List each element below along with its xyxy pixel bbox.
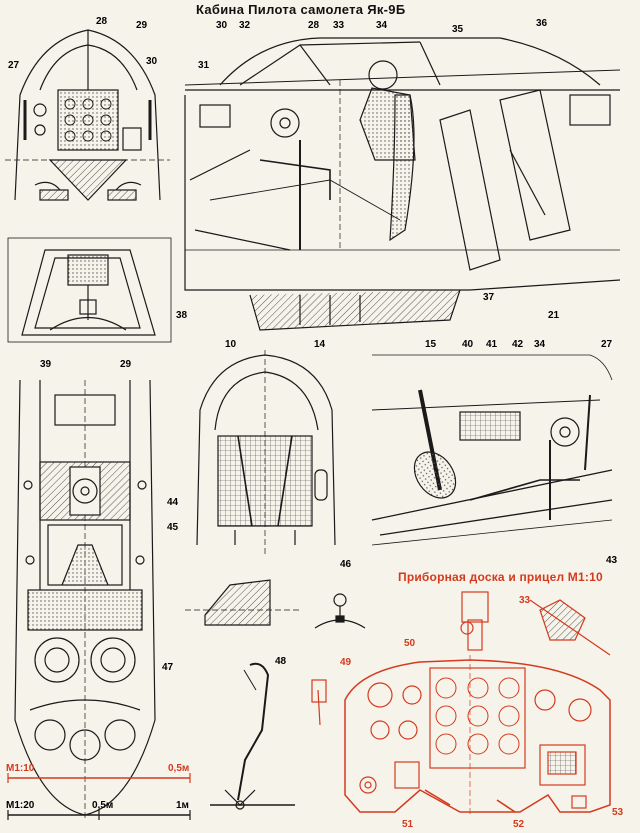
- callout-37: 37: [483, 292, 495, 303]
- scale2-label: М1:20: [6, 800, 35, 811]
- main-title: Кабина Пилота самолета Як-9Б: [196, 2, 406, 17]
- callout-33: 33: [333, 20, 345, 31]
- seat-rear-view: [7, 237, 172, 343]
- scale1-end: 0,5м: [168, 763, 189, 774]
- callout-50: 50: [404, 638, 416, 649]
- callout-32: 32: [239, 20, 251, 31]
- callout-41: 41: [486, 339, 498, 350]
- callout-21: 21: [548, 310, 560, 321]
- callout-15: 15: [425, 339, 437, 350]
- callout-47: 47: [162, 662, 174, 673]
- control-stick-48: [210, 662, 295, 810]
- callout-29: 29: [120, 359, 132, 370]
- callout-10: 10: [225, 339, 237, 350]
- callout-53: 53: [612, 807, 624, 818]
- callout-39: 39: [40, 359, 52, 370]
- callout-36: 36: [536, 18, 548, 29]
- callout-33: 33: [519, 595, 531, 606]
- side-view-right: [371, 354, 613, 546]
- callouts-black: 28 29 27 30 30 32 28 33 34 35 36 31 38 39 29 10 14 37 21 15…: [8, 16, 618, 673]
- callout-35: 35: [452, 24, 464, 35]
- callout-27: 27: [601, 339, 613, 350]
- callout-45: 45: [167, 522, 179, 533]
- callout-43: 43: [606, 555, 618, 566]
- callout-52: 52: [513, 819, 525, 830]
- callout-51: 51: [402, 819, 414, 830]
- panel-title: Приборная доска и прицел М1:10: [398, 570, 603, 584]
- plan-view-cockpit: [14, 379, 156, 820]
- seat-back-view: [196, 350, 336, 555]
- seat-detail-46: [185, 579, 366, 629]
- callout-28: 28: [308, 20, 320, 31]
- callout-31: 31: [198, 60, 210, 71]
- callout-30: 30: [216, 20, 228, 31]
- front-view-cockpit: [5, 29, 170, 201]
- callouts-red: 33 50 49 51 52 53: [340, 595, 624, 830]
- instrument-panel: [311, 655, 611, 815]
- callout-46: 46: [340, 559, 352, 570]
- scale2-mid: 0,5м: [92, 800, 113, 811]
- callout-48: 48: [275, 656, 287, 667]
- scale1-label: М1:10: [6, 763, 35, 774]
- gunsight-33: [460, 591, 611, 656]
- callout-40: 40: [462, 339, 474, 350]
- callout-44: 44: [167, 497, 179, 508]
- callout-28: 28: [96, 16, 108, 27]
- callout-27: 27: [8, 60, 20, 71]
- callout-34: 34: [376, 20, 388, 31]
- callout-29: 29: [136, 20, 148, 31]
- callout-34: 34: [534, 339, 546, 350]
- callout-14: 14: [314, 339, 326, 350]
- side-view-cockpit: [184, 37, 621, 331]
- callout-42: 42: [512, 339, 524, 350]
- callout-30: 30: [146, 56, 158, 67]
- scale-bars: [7, 773, 191, 783]
- callout-38: 38: [176, 310, 188, 321]
- callout-49: 49: [340, 657, 352, 668]
- scale2-end: 1м: [176, 800, 189, 811]
